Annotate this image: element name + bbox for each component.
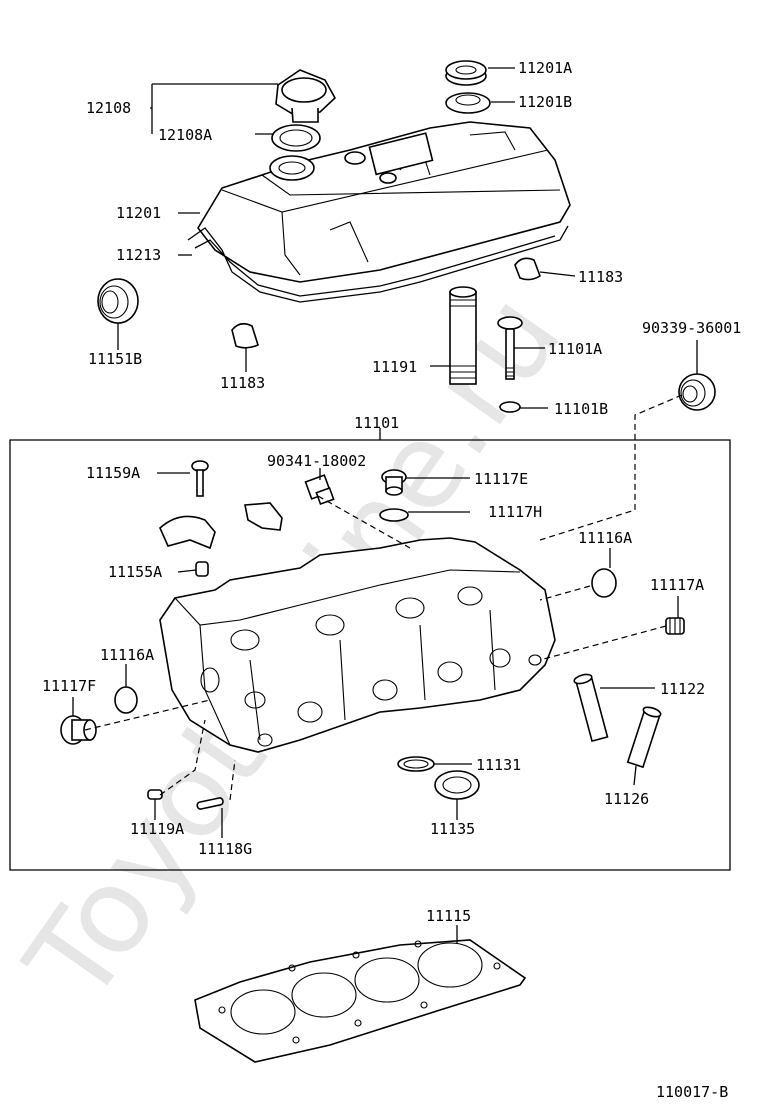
grommet-11201a (445, 60, 487, 86)
cup-plug-left (114, 686, 138, 714)
label-11118g: 11118G (198, 840, 252, 858)
label-11117h: 11117H (488, 503, 542, 521)
head-bolt (497, 316, 523, 380)
label-11117f: 11117F (42, 677, 96, 695)
screw-plug-90341 (304, 474, 335, 506)
camshaft-oil-seal (678, 373, 716, 411)
plug-11117f (60, 715, 97, 745)
plug-11117e (381, 469, 407, 496)
bearing-cap-bolt (191, 460, 209, 497)
filler-cap-gasket (271, 124, 321, 152)
label-12108a: 12108A (158, 126, 212, 144)
label-11101b: 11101B (554, 400, 608, 418)
label-12108: 12108 (86, 99, 131, 117)
label-11183-left: 11183 (220, 374, 265, 392)
cylinder-head-gasket (194, 939, 527, 1063)
label-11213: 11213 (116, 246, 161, 264)
valve-cover-gasket (187, 225, 569, 303)
oil-filler-cap (275, 69, 337, 123)
diagram-code: 110017-B (656, 1083, 728, 1101)
cup-plug-right (591, 568, 617, 598)
label-11101: 11101 (354, 414, 399, 432)
label-11159a: 11159A (86, 464, 140, 482)
spark-plug-tube (449, 286, 477, 385)
intake-valve-guide (573, 673, 609, 743)
label-11119a: 11119A (130, 820, 184, 838)
plug-11117a (665, 617, 685, 635)
camshaft-bearing-cap-center (244, 502, 283, 531)
head-bolt-washer (499, 401, 521, 413)
label-11201a: 11201A (518, 59, 572, 77)
valve-cover (197, 121, 571, 283)
label-11122: 11122 (660, 680, 705, 698)
label-11117e: 11117E (474, 470, 528, 488)
label-90339-36001: 90339-36001 (642, 319, 741, 337)
gasket-11117h (379, 508, 409, 522)
gasket-11131 (397, 756, 435, 772)
pin-11118g (196, 797, 224, 810)
label-11201b: 11201B (518, 93, 572, 111)
oil-seal-11151b (97, 278, 139, 324)
camshaft-bearing-cap-left (159, 515, 216, 550)
cylinder-head (159, 537, 556, 753)
assembly-frame (9, 439, 731, 871)
label-11115: 11115 (426, 907, 471, 925)
gasket-11135 (434, 770, 480, 800)
label-11101a: 11101A (548, 340, 602, 358)
label-11183-right: 11183 (578, 268, 623, 286)
label-90341-18002: 90341-18002 (267, 452, 366, 470)
label-11201: 11201 (116, 204, 161, 222)
label-11117a: 11117A (650, 576, 704, 594)
grommet-11201b (445, 92, 491, 114)
exhaust-valve-guide (626, 706, 662, 769)
half-moon-plug-right (514, 257, 541, 281)
label-11116a-left: 11116A (100, 646, 154, 664)
label-11151b: 11151B (88, 350, 142, 368)
label-11135: 11135 (430, 820, 475, 838)
label-11155a: 11155A (108, 563, 162, 581)
dowel-pin-11155a (195, 561, 209, 577)
label-11191: 11191 (372, 358, 417, 376)
label-11126: 11126 (604, 790, 649, 808)
label-11116a-right: 11116A (578, 529, 632, 547)
half-moon-plug-left (231, 322, 259, 349)
label-11131: 11131 (476, 756, 521, 774)
